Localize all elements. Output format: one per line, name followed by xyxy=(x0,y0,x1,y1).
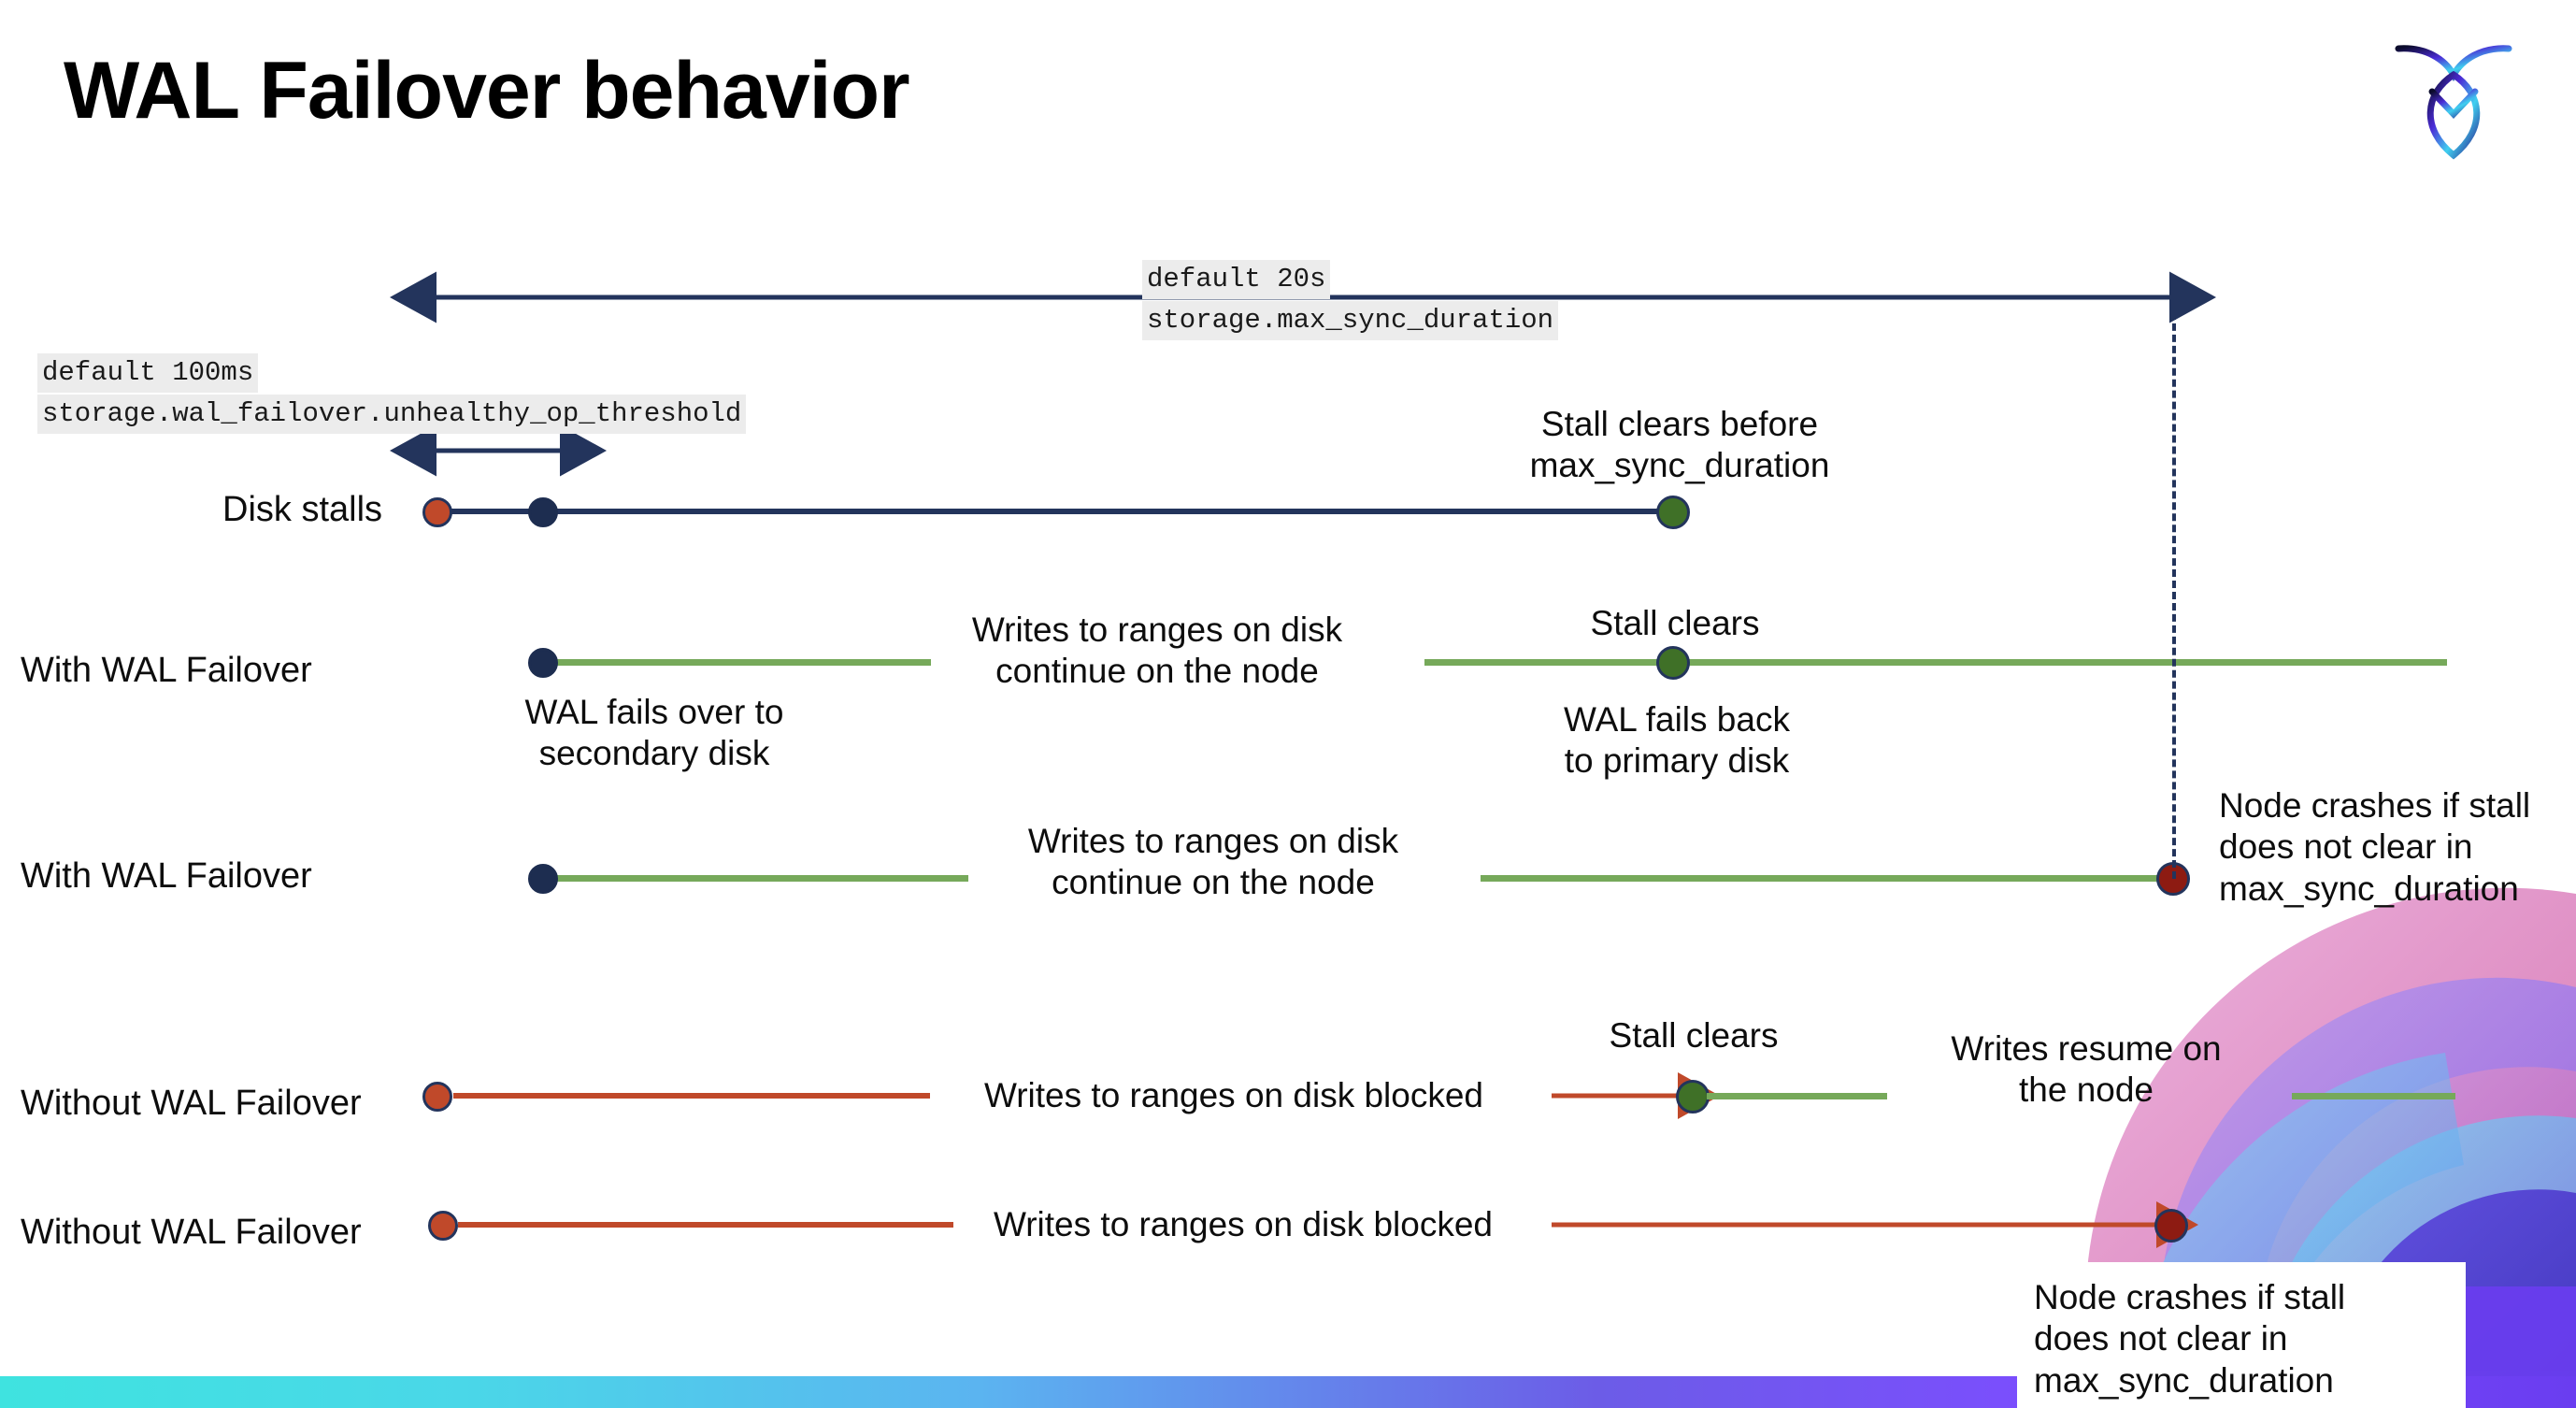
note-writes-continue-1: Writes to ranges on disk continue on the… xyxy=(971,611,1343,691)
note-node-crashes-2: Node crashes if stall does not clear in … xyxy=(2017,1262,2466,1408)
max-sync-default-chip: default 20s xyxy=(1142,260,1331,300)
note-writes-blocked-2: Writes to ranges on disk blocked xyxy=(993,1205,1494,1243)
wal-failover-start-dot-2 xyxy=(528,864,558,894)
note-writes-continue-2: Writes to ranges on disk continue on the… xyxy=(1027,822,1399,902)
node-crash-dot-2 xyxy=(2154,1209,2188,1243)
note-node-crashes-1: Node crashes if stall does not clear in … xyxy=(2219,786,2531,908)
without-failover-start-dot-2 xyxy=(428,1211,458,1241)
row-label-with-wal-failover-2: With WAL Failover xyxy=(21,856,312,896)
unhealthy-default-chip: default 100ms xyxy=(37,353,259,394)
with-failover-crash-segment-1 xyxy=(548,875,968,882)
row-label-with-wal-failover-1: With WAL Failover xyxy=(21,651,312,690)
with-failover-segment-2 xyxy=(1424,659,2447,666)
without-failover-blocked-line-2 xyxy=(458,1222,953,1228)
row-label-disk-stalls: Disk stalls xyxy=(222,490,383,529)
with-failover-segment-1 xyxy=(548,659,931,666)
with-failover-crash-segment-2 xyxy=(1481,875,2168,882)
unhealthy-setting-chip: storage.wal_failover.unhealthy_op_thresh… xyxy=(37,395,747,435)
page-title: WAL Failover behavior xyxy=(64,46,910,136)
note-wal-fails-back: WAL fails back to primary disk xyxy=(1564,700,1790,781)
note-writes-blocked-1: Writes to ranges on disk blocked xyxy=(983,1076,1484,1114)
stall-clears-dot-2 xyxy=(1676,1080,1710,1113)
without-failover-resume-line-2 xyxy=(2292,1093,2455,1099)
note-stall-clears-before: Stall clears before max_sync_duration xyxy=(1529,405,1830,485)
wal-failover-start-dot-1 xyxy=(528,648,558,678)
note-writes-resume: Writes resume on the node xyxy=(1951,1029,2222,1110)
wal-failover-trigger-dot xyxy=(528,497,558,527)
without-failover-start-dot-1 xyxy=(422,1082,452,1112)
row-label-without-wal-failover-2: Without WAL Failover xyxy=(21,1213,362,1252)
note-wal-fails-over: WAL fails over to secondary disk xyxy=(524,693,784,773)
note-stall-clears-1: Stall clears xyxy=(1590,604,1760,642)
without-failover-blocked-line-1 xyxy=(453,1093,930,1099)
disk-stall-clear-dot xyxy=(1656,496,1690,529)
stall-clears-dot-1 xyxy=(1656,646,1690,680)
without-failover-resume-line-1 xyxy=(1707,1093,1887,1099)
disk-stall-timeline xyxy=(439,509,1678,514)
cockroachdb-logo-icon xyxy=(2383,24,2524,165)
note-stall-clears-2: Stall clears xyxy=(1609,1016,1779,1055)
disk-stall-start-dot xyxy=(422,497,452,527)
max-sync-duration-guide-line xyxy=(2172,301,2176,879)
row-label-without-wal-failover-1: Without WAL Failover xyxy=(21,1084,362,1123)
max-sync-setting-chip: storage.max_sync_duration xyxy=(1142,301,1559,341)
